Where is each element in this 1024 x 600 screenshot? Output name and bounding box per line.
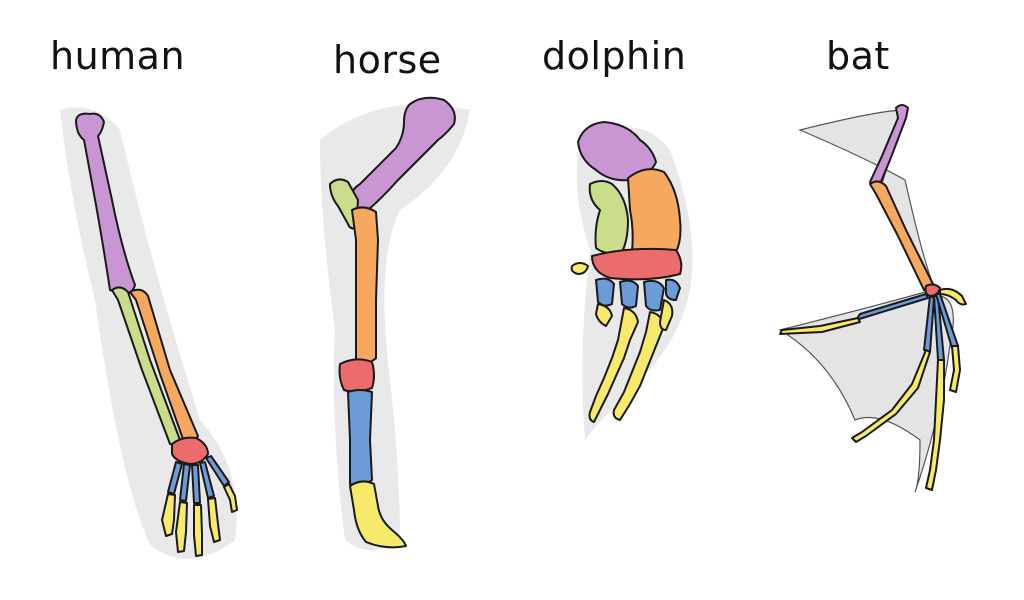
human-phalanges (161, 483, 238, 557)
horse-metacarpal (347, 389, 373, 487)
bat-phalanges (779, 287, 967, 491)
dolphin-radius (627, 168, 682, 256)
dolphin-limb (570, 121, 693, 440)
human-limb (60, 107, 238, 559)
horse-ulna (329, 178, 359, 230)
horse-carpals (338, 358, 375, 393)
human-metacarpals (167, 455, 230, 504)
dolphin-carpals (591, 247, 683, 281)
dolphin-metacarpals (595, 277, 681, 312)
label-dolphin: dolphin (542, 34, 687, 78)
human-humerus (75, 112, 136, 296)
bat-limb (778, 104, 967, 493)
dolphin-humerus (577, 121, 657, 182)
label-human: human (50, 34, 186, 78)
dolphin-phalanges (570, 262, 674, 423)
horse-limb (320, 96, 470, 551)
horse-radius (351, 206, 379, 365)
label-bat: bat (826, 34, 890, 78)
human-carpals (171, 436, 209, 465)
horse-phalanges (349, 480, 407, 549)
label-horse: horse (333, 38, 442, 82)
